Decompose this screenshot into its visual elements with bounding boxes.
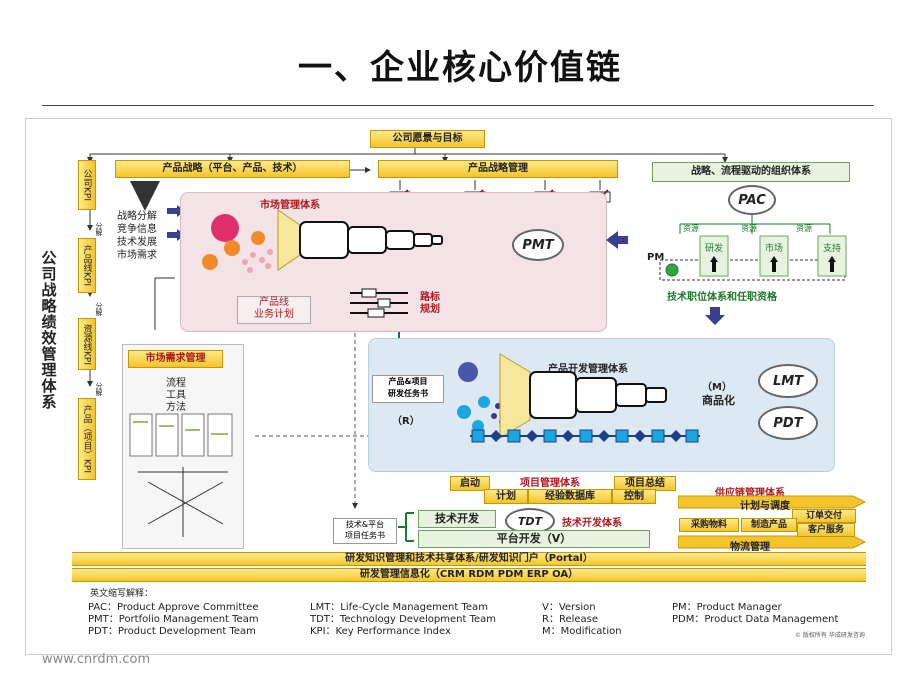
project-title: 项目管理体系: [520, 478, 580, 489]
demand-item-process: 流程: [166, 378, 186, 389]
input-strategy: 战略分解: [117, 211, 157, 222]
kpi-company: 公司KPI: [78, 160, 96, 210]
abbr-pac: PAC：Product Approve Committee: [88, 602, 259, 613]
dev-m-label: （M）: [702, 382, 732, 393]
demand-item-tools: 工具: [166, 390, 186, 401]
copyright: © 版权所有 华成研发咨询: [795, 632, 865, 639]
resource-label-2: 资源: [741, 224, 757, 233]
abbr-r: R：Release: [542, 614, 599, 625]
project-plan: 计划: [484, 489, 528, 504]
org-arrow: [606, 231, 628, 249]
market-funnel: [202, 209, 443, 273]
strategy-inputs: 战略分解 竞争信息 技术发展 市场需求: [117, 210, 157, 262]
project-control: 控制: [612, 489, 656, 504]
org-system-box: 战略、流程驱动的组织体系: [652, 162, 850, 182]
commercialize-label: 商品化: [702, 394, 735, 407]
dept-rd: 研发: [705, 244, 724, 254]
job-system-label: 技术职位体系和任职资格: [667, 292, 777, 303]
supply-plan: 计划与调度: [740, 501, 790, 512]
abbr-lmt: LMT：Life-Cycle Management Team: [310, 602, 488, 613]
abbr-pmt: PMT：Portfolio Management Team: [88, 614, 259, 625]
project-start: 启动: [450, 476, 490, 491]
roadmap-label: 路标 规划: [420, 292, 440, 315]
page-title: 一、企业核心价值链: [298, 48, 622, 88]
dev-r-label: （R）: [392, 416, 420, 427]
tech-bracket: [398, 512, 414, 542]
vision-box: 公司愿景与目标: [370, 130, 485, 148]
abbr-pm: PM：Product Manager: [672, 602, 782, 613]
kpi-arrow-label-3: 分解: [95, 382, 103, 396]
product-strategy-mgmt-box: 产品战略管理: [378, 160, 618, 178]
kpi-product-line: 产品线KPI: [78, 238, 96, 293]
business-plan-box: 产品线 业务计划: [237, 296, 311, 324]
supply-purchase: 采购物料: [679, 518, 739, 532]
abbr-pdm: PDM：Product Data Management: [672, 614, 839, 625]
resource-label-1: 资源: [683, 224, 699, 233]
input-technology: 技术发展: [117, 237, 157, 248]
supply-logistics: 物流管理: [730, 542, 770, 553]
demand-item-methods: 方法: [166, 402, 186, 413]
abbr-title: 英文缩写解释：: [90, 589, 154, 599]
kpi-project: 产品（项目）KPI: [78, 398, 96, 480]
knowledge-band: 研发知识管理和技术共享体系/研发知识门户（Portal）: [72, 552, 866, 566]
resource-label-3: 资源: [796, 224, 812, 233]
abbr-m: M：Modification: [542, 626, 622, 637]
input-competition: 竞争信息: [117, 224, 157, 235]
pm-label: PM: [647, 252, 665, 263]
platform-dev-box: 平台开发（V）: [418, 530, 650, 548]
pmt-badge: PMT: [512, 229, 564, 261]
abbr-tdt: TDT：Technology Development Team: [310, 614, 497, 625]
roadmap-icon: [350, 288, 408, 318]
abbr-pdt: PDT：Product Development Team: [88, 626, 256, 637]
supply-customer: 客户服务: [797, 523, 855, 537]
tech-task-book: 技术&平台 项目任务书: [333, 518, 397, 544]
tech-dev-box: 技术开发: [418, 510, 496, 528]
supply-arrows: [678, 495, 867, 549]
kpi-resource-line: 资源线KPI: [78, 318, 96, 370]
pdt-badge: PDT: [758, 406, 818, 440]
info-band: 研发管理信息化（CRM RDM PDM ERP OA）: [72, 568, 866, 582]
input-market: 市场需求: [117, 250, 157, 261]
demand-illustration: [129, 413, 233, 537]
supply-manufacture: 制造产品: [741, 518, 797, 532]
org-chart: [659, 214, 847, 281]
kpi-arrow-label-1: 分解: [95, 222, 103, 236]
tech-system-title: 技术开发体系: [562, 518, 622, 529]
pac-badge: PAC: [728, 185, 776, 215]
supply-title: 供应链管理体系: [715, 488, 785, 499]
product-strategy-box: 产品战略（平台、产品、技术）: [115, 160, 350, 178]
market-panel: [180, 192, 607, 332]
dev-funnel: [457, 353, 700, 443]
footer-url[interactable]: www.cnrdm.com: [42, 652, 151, 667]
lmt-badge: LMT: [758, 364, 818, 398]
title-divider: [42, 105, 874, 106]
kpi-arrow-label-2: 分解: [95, 302, 103, 316]
dept-market: 市场: [765, 244, 784, 254]
project-experience-db: 经验数据库: [528, 489, 612, 504]
demand-title: 市场需求管理: [128, 350, 223, 368]
supply-delivery: 订单交付: [792, 509, 856, 523]
abbr-v: V：Version: [542, 602, 596, 613]
dev-task-book: 产品&项目 研发任务书: [372, 375, 444, 403]
dept-support: 支持: [823, 244, 842, 254]
dev-title: 产品开发管理体系: [548, 364, 628, 375]
abbr-kpi: KPI：Key Performance Index: [310, 626, 451, 637]
side-title: 公司战略绩效管理体系: [41, 249, 57, 411]
market-title: 市场管理体系: [260, 200, 320, 211]
org-down-arrow: [705, 307, 725, 325]
tdt-badge: TDT: [505, 508, 555, 534]
